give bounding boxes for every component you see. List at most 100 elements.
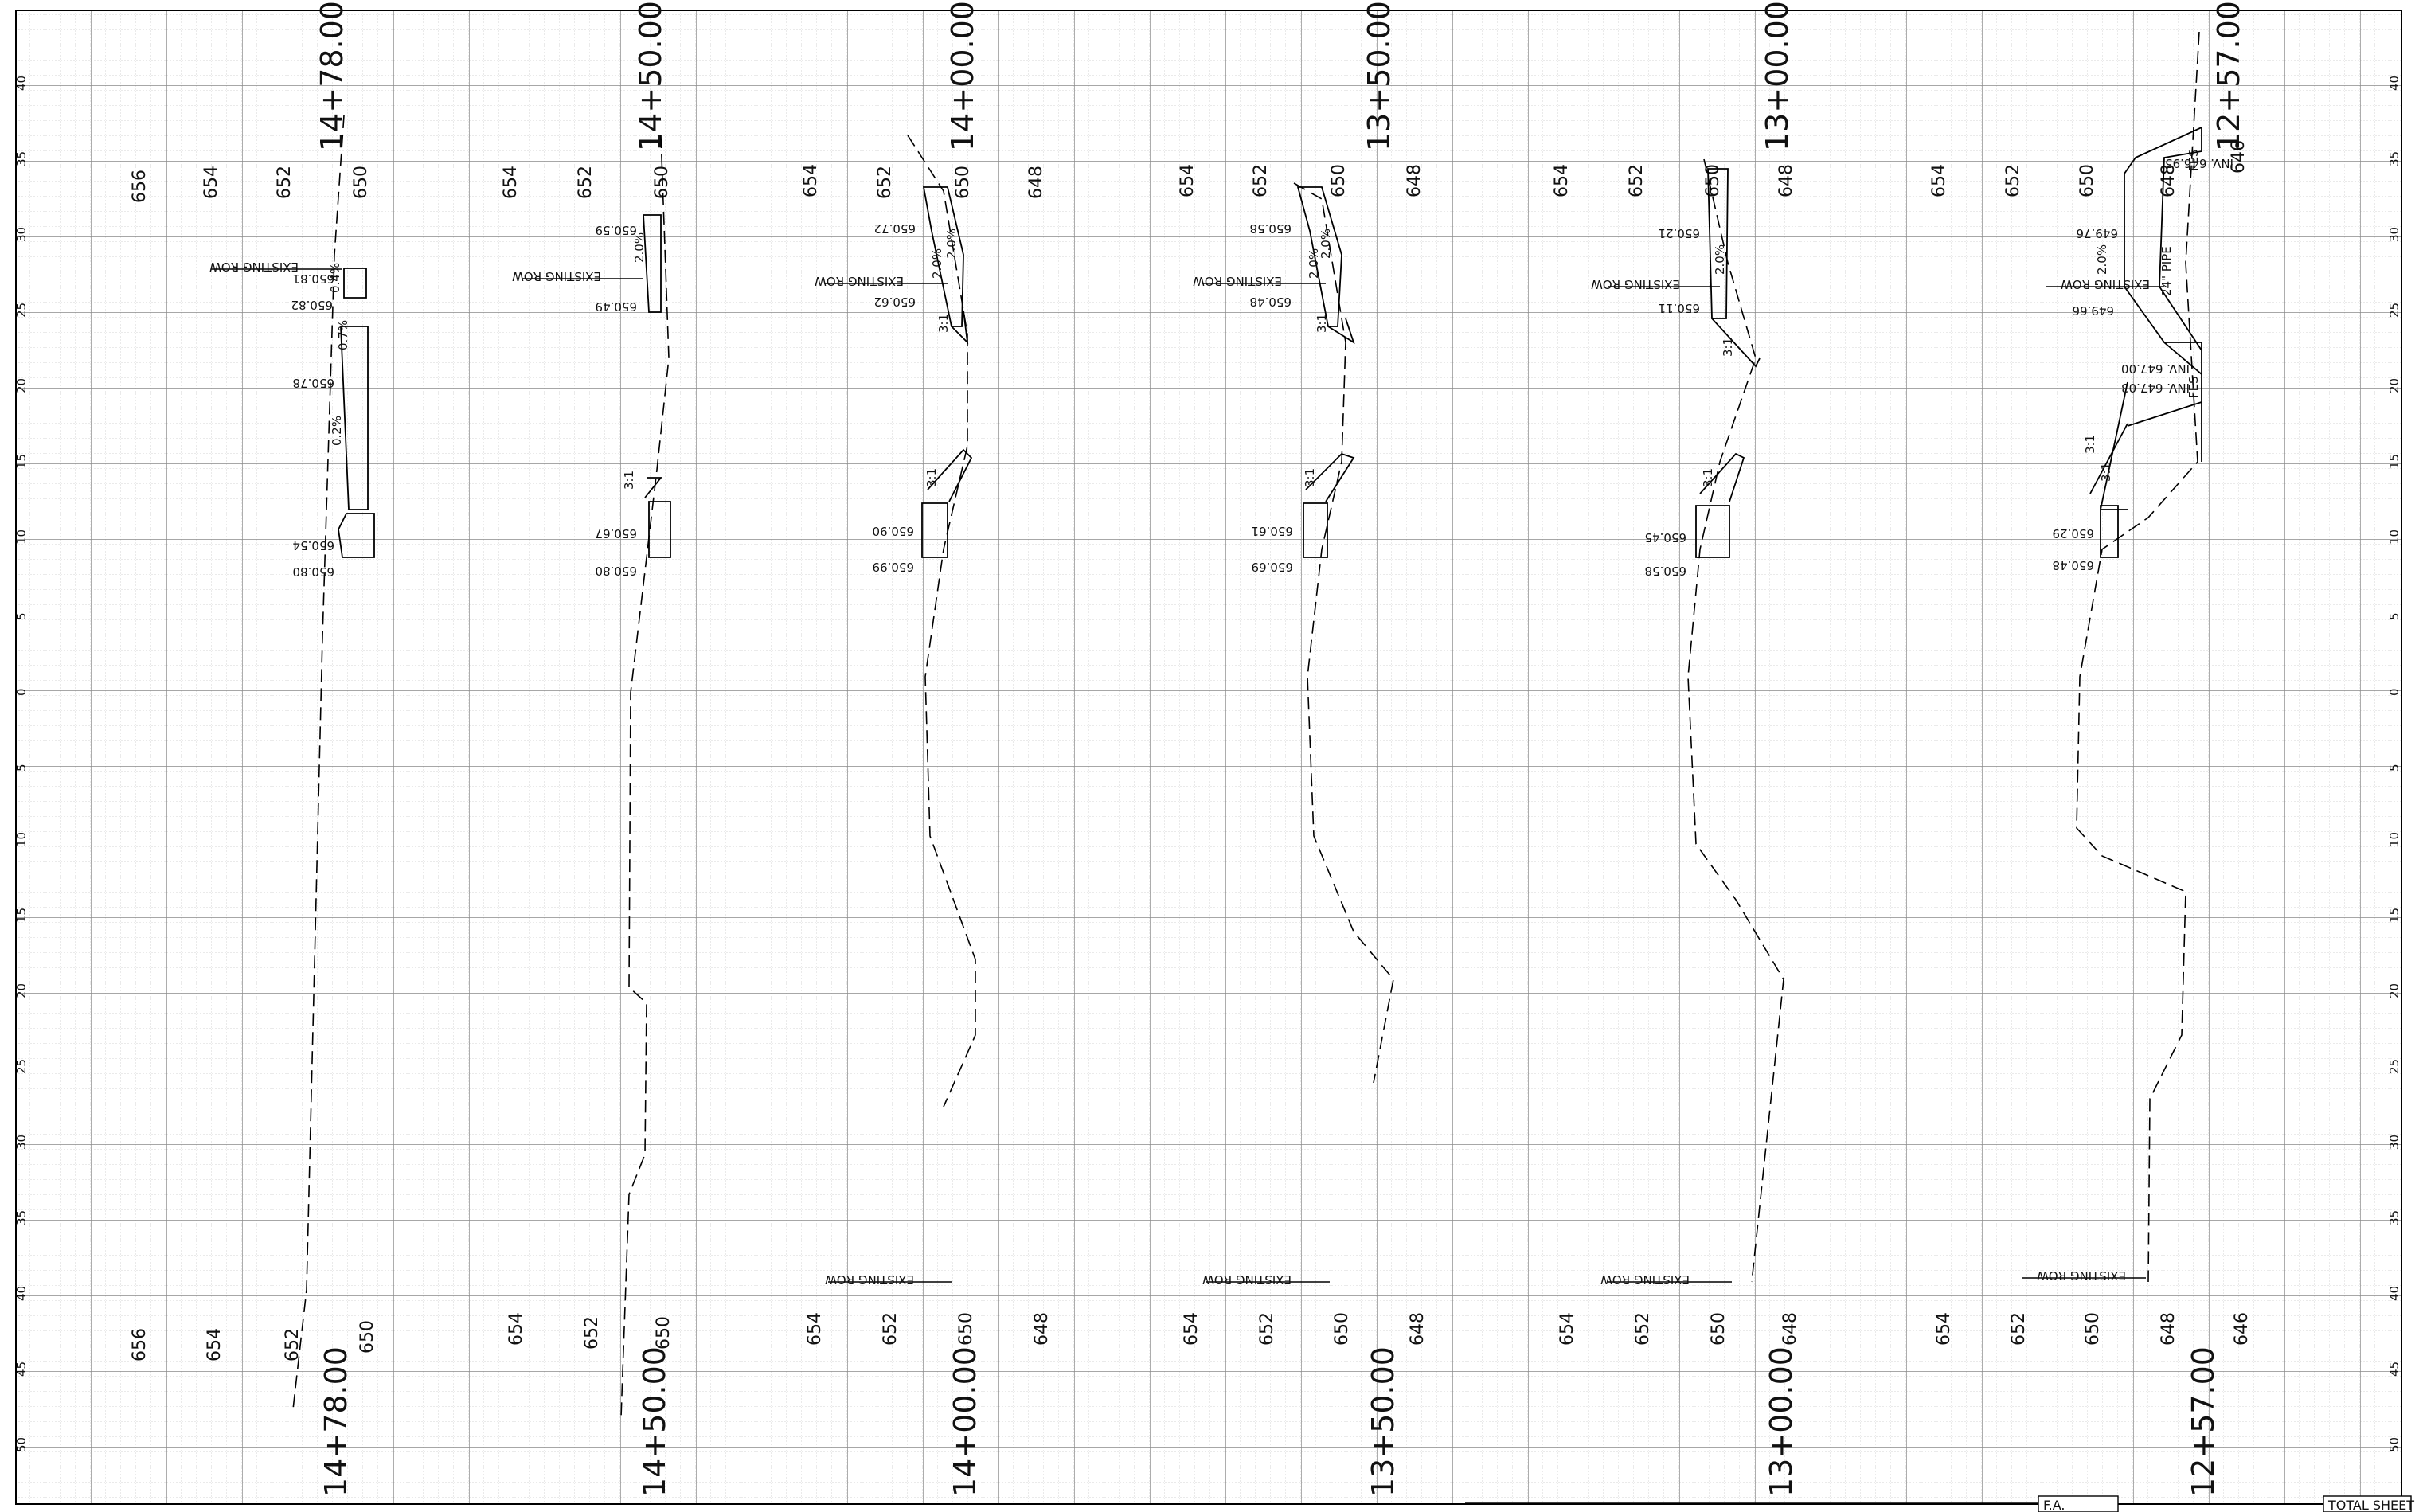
proposed-section [921,186,973,558]
station-label-top: 14+78.00 [315,1,350,151]
offset-scale-left: 40 35 30 25 20 15 10 5 0 5 10 15 20 25 3… [14,76,29,1452]
elevation-label: 648 [2159,164,2179,197]
annotation: INV. 647.03 [2121,381,2190,395]
elevation-label: 648 [1776,164,1796,197]
existing-ground-line [907,135,976,1108]
annotation: 3:1 [1721,338,1735,357]
offset-label: 25 [14,1059,29,1074]
offset-label: 30 [14,227,29,242]
row-label: EXISTING ROW [1193,274,1282,288]
offset-label: 0 [2387,688,2401,696]
section-14-78: 14+78.00 14+78.00 656 654 652 650 656 65… [130,1,377,1497]
elevation-label: 650 [2083,1312,2103,1346]
station-label-bottom: 13+00.00 [1764,1346,1799,1497]
offset-label: 15 [14,454,29,469]
elevation-label: 650 [351,166,371,199]
annotation: 650.81 [293,272,335,286]
elevation-label: 654 [1557,1312,1577,1346]
elevation-label: 654 [506,1312,526,1346]
row-label-bottom: EXISTING ROW [1600,1272,1690,1287]
offset-label: 25 [2387,1059,2401,1074]
annotation: 650.58 [1645,564,1687,578]
elevation-label: 654 [1552,164,1572,197]
total-sheets-label: TOTAL SHEET [2327,1498,2414,1512]
existing-ground-line [620,135,670,1418]
annotation: 650.11 [1659,301,1701,315]
elevation-label: 652 [275,166,295,199]
station-label-top: 13+50.00 [1362,1,1397,151]
annotation: 650.45 [1645,530,1687,545]
offset-label: 10 [14,832,29,847]
annotation: 0.4% [328,263,342,293]
elevation-label: 654 [1929,164,1949,197]
annotation: 650.80 [293,565,335,579]
station-label-top: 13+00.00 [1760,1,1795,151]
annotation: 2.0% [2095,244,2109,275]
annotation: FES [2186,149,2201,171]
elevation-label: 650 [654,1316,674,1350]
fa-cell [2038,1495,2119,1512]
annotation: 650.48 [1250,295,1292,309]
annotation: 3:1 [1701,468,1715,487]
elevation-label: 648 [1408,1312,1428,1346]
annotation: 0.2% [330,416,344,446]
annotation: 0.7% [336,320,350,350]
offset-scale-right: 40 35 30 25 20 15 10 5 0 5 10 15 20 25 3… [2387,76,2401,1452]
offset-label: 10 [2387,529,2401,545]
elevation-label: 654 [805,1312,825,1346]
elevation-label: 652 [283,1328,303,1362]
station-label-bottom: 12+57.00 [2186,1346,2221,1497]
elevation-label: 650 [1709,1312,1729,1346]
elevation-label: 650 [1332,1312,1352,1346]
offset-label: 20 [2387,983,2401,998]
row-label-bottom: EXISTING ROW [2037,1268,2126,1283]
annotation: 2.0% [930,248,944,279]
row-label-bottom: EXISTING ROW [825,1272,914,1287]
elevation-label: 654 [1934,1312,1954,1346]
existing-ground-line [1293,182,1394,1084]
offset-label: 50 [2387,1437,2401,1452]
annotation: 650.48 [2053,558,2095,572]
annotation: 3:1 [2083,435,2097,454]
annotation: 650.61 [1252,524,1294,538]
elevation-label: 648 [1780,1312,1800,1346]
fa-label: F.A. [2043,1498,2065,1512]
annotation: 650.49 [596,299,638,314]
offset-label: 40 [2387,1286,2401,1301]
offset-label: 5 [14,764,29,772]
annotation: 649.76 [2077,226,2119,240]
offset-label: 5 [2387,764,2401,772]
annotation: 24" PIPE [2159,246,2174,296]
row-label: EXISTING ROW [2061,277,2150,291]
elevation-label: 646 [2232,1312,2252,1346]
annotation: 650.72 [874,221,916,236]
station-label-top: 14+00.00 [945,1,980,151]
annotation: 650.54 [293,538,335,553]
offset-label: 15 [2387,454,2401,469]
elevation-label: 654 [201,166,221,199]
annotation: 650.90 [873,524,915,538]
offset-label: 0 [14,688,29,696]
annotation: 3:1 [1315,314,1329,333]
elevation-label: 652 [582,1316,602,1350]
proposed-section [2089,126,2202,558]
proposed-section [1296,186,1355,558]
station-label-bottom: 14+00.00 [948,1346,983,1497]
existing-ground-line [292,115,345,1410]
offset-label: 35 [14,1210,29,1225]
section-14-00: 14+00.00 14+00.00 654 652 650 648 654 65… [801,1,1052,1497]
elevation-label: 652 [875,166,895,199]
elevation-label: 654 [205,1328,225,1362]
offset-label: 35 [2387,1210,2401,1225]
row-label: EXISTING ROW [209,260,299,274]
annotation: 650.29 [2053,526,2095,541]
row-label-bottom: EXISTING ROW [1202,1272,1292,1287]
section-13-50: 13+50.00 13+50.00 654 652 650 648 654 65… [1178,1,1428,1497]
offset-label: 30 [2387,1135,2401,1150]
offset-label: 25 [14,303,29,318]
proposed-section [1695,168,1761,558]
station-label-top: 14+50.00 [633,1,668,151]
elevation-label: 652 [1257,1312,1277,1346]
proposed-section [643,214,671,558]
elevation-label: 652 [2009,1312,2029,1346]
